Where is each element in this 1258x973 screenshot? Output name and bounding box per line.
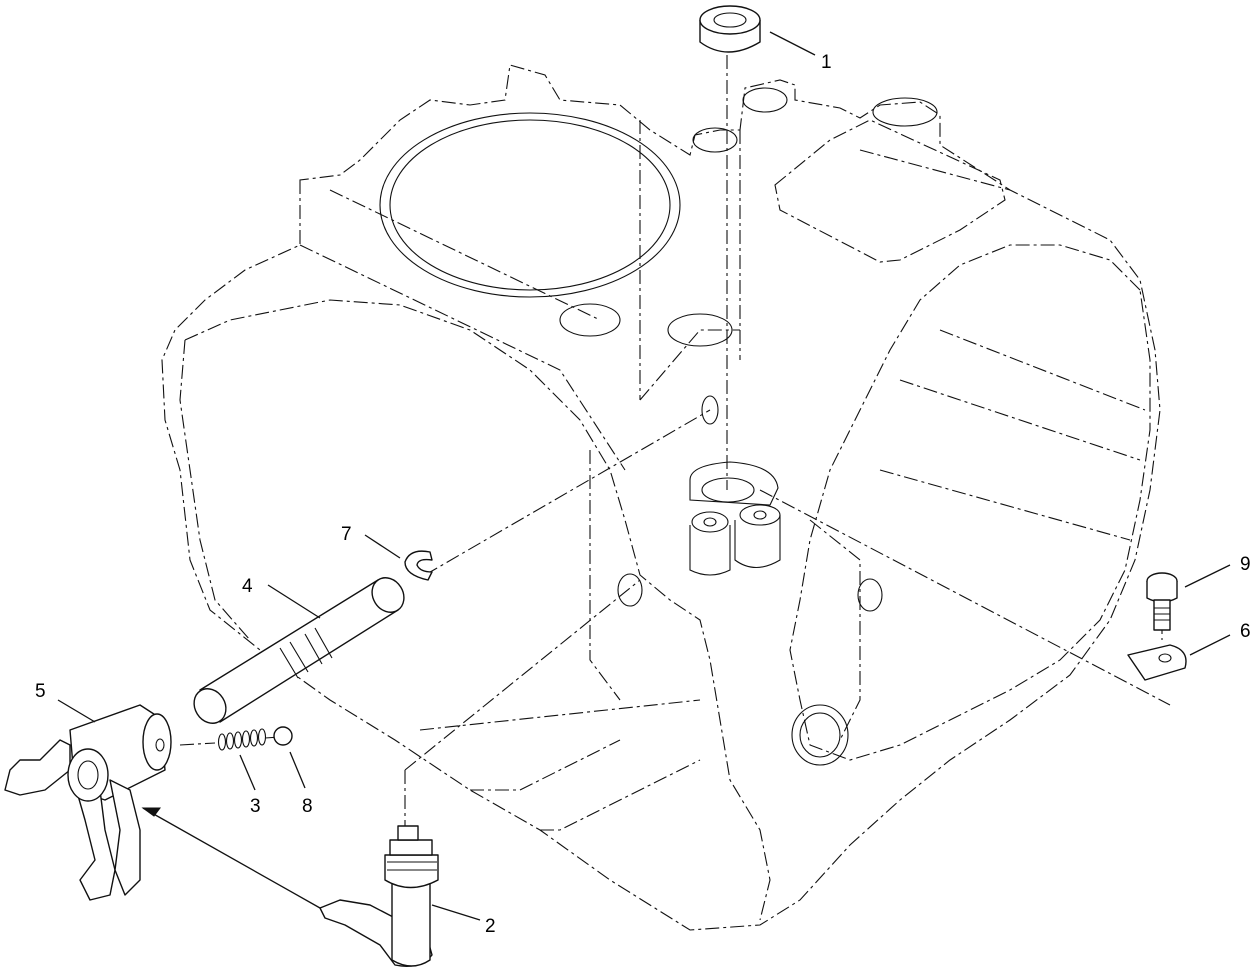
part-5-shift-fork <box>4 704 172 901</box>
callout-5: 5 <box>35 681 46 702</box>
callout-1: 1 <box>821 52 832 73</box>
leader-lines <box>57 31 1231 921</box>
callout-8: 8 <box>302 796 313 817</box>
assembly-axis-lines <box>179 55 1171 830</box>
callout-6: 6 <box>1240 621 1251 642</box>
callout-9: 9 <box>1240 554 1251 575</box>
part-3-spring <box>217 728 267 751</box>
callout-4: 4 <box>242 576 253 597</box>
part-6-lock-plate <box>1127 644 1187 681</box>
callout-7: 7 <box>341 524 352 545</box>
callout-labels: 1 2 3 4 5 6 7 8 9 <box>35 52 1251 937</box>
part-7-snap-ring <box>404 550 433 581</box>
part-4-shift-rod <box>193 577 405 724</box>
part-8-detent-ball <box>273 726 293 746</box>
transmission-housing <box>161 64 1161 931</box>
part-1-seal <box>699 5 761 53</box>
part-2-shift-lever <box>319 825 439 967</box>
callout-2: 2 <box>485 916 496 937</box>
callout-3: 3 <box>250 796 261 817</box>
part-9-bolt <box>1146 572 1178 631</box>
